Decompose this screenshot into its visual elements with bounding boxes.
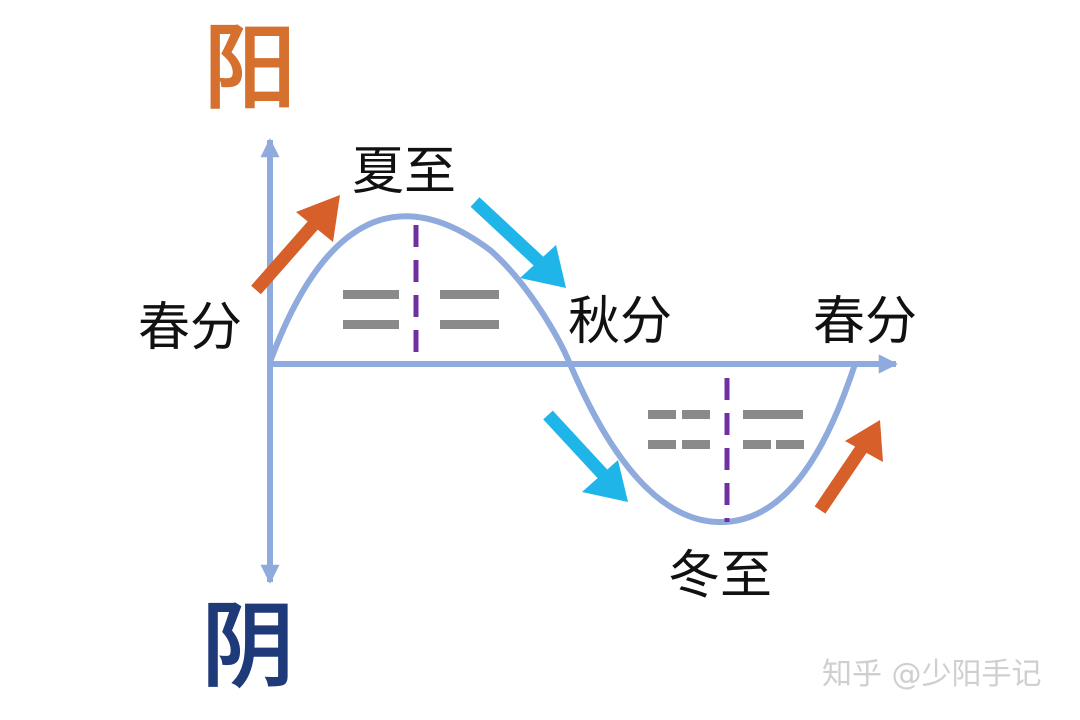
lower-trigram-bar-1b bbox=[682, 410, 710, 419]
lower-trigram-bar-4a bbox=[743, 440, 771, 449]
lower-trigram-bar-4b bbox=[776, 440, 804, 449]
upper-trigram bbox=[343, 290, 499, 329]
upper-trigram-bar-right-2 bbox=[440, 320, 499, 329]
lower-trigram-bar-2b bbox=[682, 440, 710, 449]
spring-equinox-right-label: 春分 bbox=[813, 292, 918, 352]
seasonal-curve bbox=[267, 213, 858, 526]
yin-label: 阴 bbox=[202, 592, 295, 700]
upper-trigram-bar-right-1 bbox=[440, 290, 499, 299]
winter-solstice-label: 冬至 bbox=[668, 546, 773, 606]
upper-trigram-bar-left-2 bbox=[343, 320, 399, 329]
lower-trigram-bar-2a bbox=[648, 440, 676, 449]
rising-arrow-right bbox=[814, 420, 883, 514]
rising-arrow-left bbox=[251, 195, 340, 295]
falling-arrow-bottom bbox=[543, 410, 628, 502]
summer-solstice-label: 夏至 bbox=[352, 142, 457, 202]
yang-label: 阳 bbox=[204, 14, 297, 122]
lower-trigram-bar-3 bbox=[743, 410, 803, 419]
falling-arrow-top bbox=[470, 197, 566, 288]
spring-equinox-left-label: 春分 bbox=[138, 298, 243, 358]
upper-trigram-bar-left-1 bbox=[343, 290, 399, 299]
lower-trigram bbox=[648, 410, 804, 449]
lower-trigram-bar-1a bbox=[648, 410, 676, 419]
autumn-equinox-label: 秋分 bbox=[568, 292, 673, 352]
watermark: 知乎 @少阳手记 bbox=[822, 657, 1042, 692]
